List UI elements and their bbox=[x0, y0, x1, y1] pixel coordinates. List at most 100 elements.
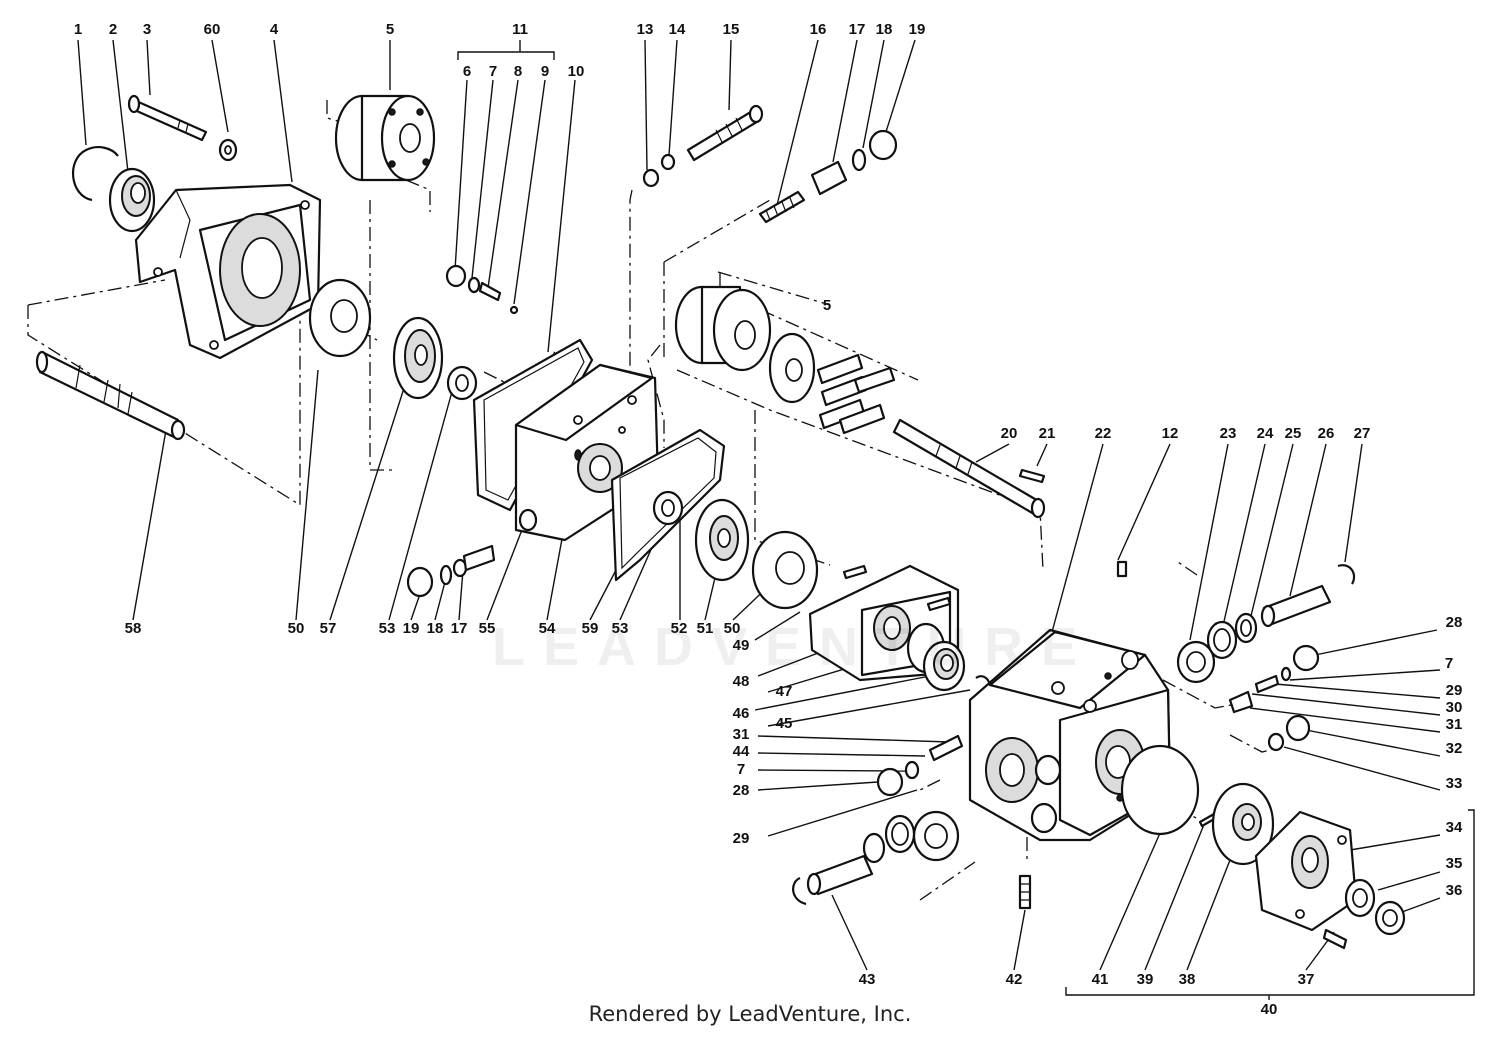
callout-3: 3 bbox=[142, 21, 152, 38]
shaft-15 bbox=[686, 104, 764, 162]
callout-58: 58 bbox=[124, 620, 142, 637]
callout-34: 34 bbox=[1445, 819, 1463, 836]
seal-24 bbox=[1206, 620, 1238, 660]
callout-29-right: 29 bbox=[1445, 682, 1463, 699]
callout-4: 4 bbox=[269, 21, 279, 38]
pump-rotor-5 bbox=[674, 285, 816, 404]
trunnion-26 bbox=[1260, 584, 1332, 628]
key-21 bbox=[1018, 468, 1046, 484]
callout-14: 14 bbox=[668, 21, 686, 38]
plug-32 bbox=[1285, 714, 1311, 742]
callout-20: 20 bbox=[1000, 425, 1018, 442]
callout-35: 35 bbox=[1445, 855, 1463, 872]
ball-bearing-46 bbox=[922, 640, 966, 692]
trunnion-43 bbox=[806, 854, 874, 896]
callout-43: 43 bbox=[858, 971, 876, 988]
needle-bearing-53b bbox=[652, 490, 684, 526]
callout-17-bottom: 17 bbox=[450, 620, 468, 637]
callout-44: 44 bbox=[732, 743, 750, 760]
footer-credit: Rendered by LeadVenture, Inc. bbox=[588, 1002, 912, 1026]
callout-36: 36 bbox=[1445, 882, 1463, 899]
o-ring-14 bbox=[660, 153, 676, 171]
needle-bearing-53 bbox=[446, 365, 478, 401]
callout-17: 17 bbox=[848, 21, 866, 38]
seal-57 bbox=[392, 316, 444, 400]
callout-32: 32 bbox=[1445, 740, 1463, 757]
thrust-washer-50 bbox=[308, 278, 372, 358]
plug-28-right bbox=[1292, 644, 1320, 672]
leader-lines bbox=[77, 39, 1475, 1000]
callout-13: 13 bbox=[636, 21, 654, 38]
callout-9: 9 bbox=[540, 63, 550, 80]
bolt-12 bbox=[1116, 560, 1128, 578]
callout-19: 19 bbox=[908, 21, 926, 38]
watermark-text: LEADVENTURE bbox=[492, 617, 1096, 677]
o-ring-33 bbox=[1267, 732, 1285, 752]
ball-bearing-2 bbox=[108, 167, 156, 233]
thrust-washer-50b bbox=[751, 530, 819, 610]
callout-16: 16 bbox=[809, 21, 827, 38]
callout-1: 1 bbox=[73, 21, 83, 38]
callout-38: 38 bbox=[1178, 971, 1196, 988]
callout-57: 57 bbox=[319, 620, 337, 637]
callout-23: 23 bbox=[1219, 425, 1237, 442]
valve-plate-51 bbox=[694, 498, 750, 582]
callout-24: 24 bbox=[1256, 425, 1274, 442]
callout-22: 22 bbox=[1094, 425, 1112, 442]
callout-10: 10 bbox=[567, 63, 585, 80]
callout-28: 28 bbox=[732, 782, 750, 799]
callout-51: 51 bbox=[696, 620, 714, 637]
bearing-35 bbox=[1344, 878, 1376, 918]
callout-48: 48 bbox=[732, 673, 750, 690]
callout-5: 5 bbox=[385, 21, 395, 38]
callout-41: 41 bbox=[1091, 971, 1109, 988]
bearing-44-left bbox=[912, 810, 960, 862]
callout-8: 8 bbox=[513, 63, 523, 80]
callout-6: 6 bbox=[462, 63, 472, 80]
callout-31: 31 bbox=[732, 726, 750, 743]
check-valve-parts-6-9 bbox=[445, 264, 519, 315]
callout-50-b: 50 bbox=[723, 620, 741, 637]
valve-17 bbox=[810, 160, 848, 196]
o-ring-18 bbox=[851, 148, 867, 172]
callout-47: 47 bbox=[775, 683, 793, 700]
callout-5-pump: 5 bbox=[822, 297, 832, 314]
callout-40: 40 bbox=[1260, 1001, 1278, 1018]
callout-18-bottom: 18 bbox=[426, 620, 444, 637]
plug-19 bbox=[868, 129, 898, 161]
callout-60: 60 bbox=[203, 21, 221, 38]
callout-55: 55 bbox=[478, 620, 496, 637]
bolt-3 bbox=[127, 94, 208, 142]
o-ring-41 bbox=[1120, 744, 1200, 836]
charge-pump-gerotor-38 bbox=[1211, 782, 1275, 866]
spring-16 bbox=[758, 190, 806, 224]
callout-11: 11 bbox=[512, 21, 528, 38]
callout-37: 37 bbox=[1297, 971, 1315, 988]
check-parts-right bbox=[1228, 666, 1292, 714]
seal-left bbox=[884, 814, 916, 854]
washer-25 bbox=[1234, 612, 1258, 644]
seal-36 bbox=[1374, 900, 1406, 936]
callout-53: 53 bbox=[378, 620, 396, 637]
callout-46: 46 bbox=[732, 705, 750, 722]
callout-30: 30 bbox=[1445, 699, 1463, 716]
callout-39: 39 bbox=[1136, 971, 1154, 988]
front-housing-4 bbox=[134, 183, 322, 360]
pump-shaft-20 bbox=[892, 418, 1046, 519]
plug-19-18-17-bottom bbox=[406, 544, 496, 598]
washer-60 bbox=[218, 138, 238, 162]
input-shaft-58 bbox=[35, 350, 186, 441]
washer-left bbox=[862, 832, 886, 864]
callout-7-left: 7 bbox=[736, 761, 746, 778]
callout-12: 12 bbox=[1161, 425, 1179, 442]
callout-25: 25 bbox=[1284, 425, 1302, 442]
screw-37 bbox=[1322, 928, 1348, 950]
pistons bbox=[816, 353, 896, 435]
retaining-ring-27 bbox=[1337, 564, 1356, 585]
callout-7-right: 7 bbox=[1444, 655, 1454, 672]
callout-45: 45 bbox=[775, 715, 793, 732]
callout-54: 54 bbox=[538, 620, 556, 637]
callout-26: 26 bbox=[1317, 425, 1335, 442]
retaining-ring-1 bbox=[71, 146, 119, 202]
needle-bearing-23 bbox=[1176, 640, 1216, 684]
